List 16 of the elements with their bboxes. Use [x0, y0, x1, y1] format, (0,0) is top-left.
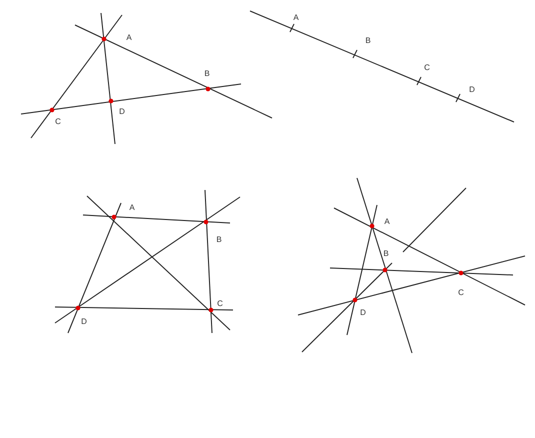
- point-label: C: [55, 118, 61, 126]
- point-label: A: [126, 34, 132, 42]
- point-label: C: [217, 300, 223, 308]
- point-label: D: [469, 86, 475, 94]
- point-label: D: [119, 108, 125, 116]
- point-label: B: [204, 70, 210, 78]
- point-label: B: [365, 37, 371, 45]
- point-label: D: [360, 309, 366, 317]
- point-label: C: [424, 64, 430, 72]
- point-label: A: [293, 14, 299, 22]
- point-label: B: [216, 236, 222, 244]
- point-label: A: [384, 218, 390, 226]
- point-label: C: [458, 289, 464, 297]
- point-label: A: [129, 204, 135, 212]
- point-label: B: [383, 250, 389, 258]
- point-label: D: [81, 318, 87, 326]
